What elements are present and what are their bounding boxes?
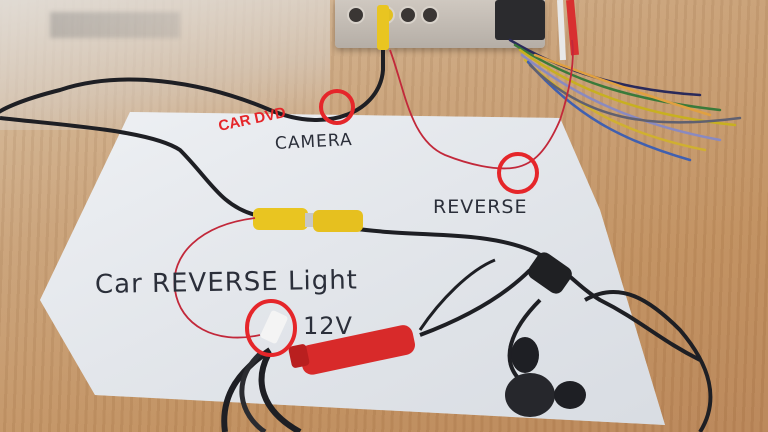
- aux-jack: [347, 6, 365, 24]
- wiring-harness-connector: [495, 0, 545, 40]
- rca-jack: [421, 6, 439, 24]
- camera-label: CAMERA: [274, 129, 354, 154]
- background-haze: [0, 0, 330, 130]
- reverse-label: REVERSE: [433, 196, 528, 218]
- rca-jack: [399, 6, 417, 24]
- car-reverse-light-label: Car REVERSE Light: [94, 265, 359, 300]
- voltage-label: 12V: [303, 312, 353, 340]
- blurred-watermark: [50, 12, 180, 38]
